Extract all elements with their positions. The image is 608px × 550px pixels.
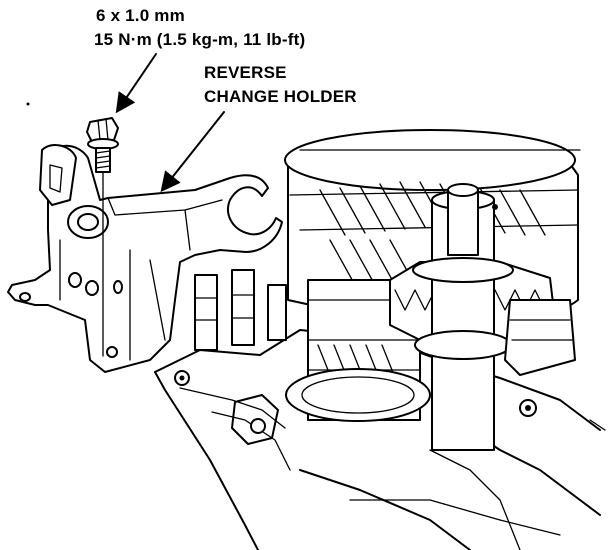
holder-leader-arrow xyxy=(160,111,225,193)
part-name-label-line1: REVERSE xyxy=(204,63,287,82)
reverse-change-holder xyxy=(7,143,283,373)
part-name-label-line2: CHANGE HOLDER xyxy=(204,87,357,106)
bolt-leader-arrow xyxy=(115,53,157,114)
leader-arrows xyxy=(115,53,225,193)
flange-bolt-icon xyxy=(86,117,119,357)
stray-mark xyxy=(26,102,30,106)
bolt-hole-icon xyxy=(250,418,266,434)
shift-rods xyxy=(194,269,287,351)
bolt-torque-label: 15 N·m (1.5 kg-m, 11 lb-ft) xyxy=(94,30,306,49)
gear-shaft-assembly xyxy=(284,129,581,451)
bolt-size-label: 6 x 1.0 mm xyxy=(96,6,185,25)
